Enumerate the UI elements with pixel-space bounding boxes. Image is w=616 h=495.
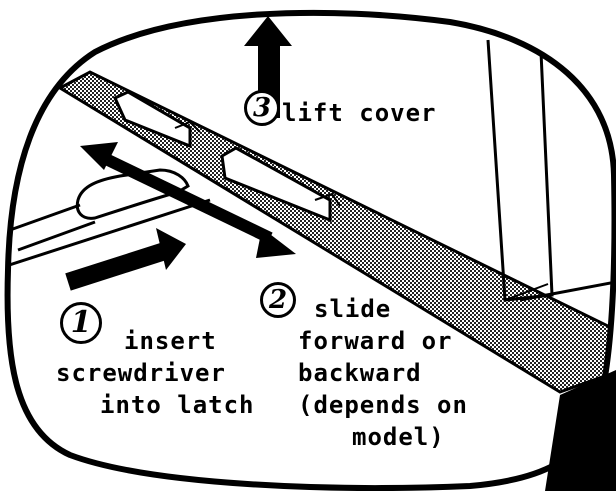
latch-slot-1 (113, 90, 192, 149)
step-2-line-3: backward (298, 359, 422, 387)
view-frame (4, 9, 616, 491)
cover-panel (486, 29, 554, 302)
step-2-number: 2 (260, 282, 296, 318)
step-2-line-2: forward or (298, 327, 453, 355)
step-1-number: 1 (60, 302, 102, 344)
latch-slot-2 (220, 146, 332, 223)
step-3-number: 3 (244, 90, 280, 126)
step-1-line-2: screwdriver (56, 359, 226, 387)
device-drawing (7, 29, 615, 394)
base-edge (7, 198, 211, 270)
diagonal-arrow-icon (65, 228, 186, 291)
step-1-line-1: insert (124, 327, 217, 355)
hinge-band (56, 70, 615, 394)
up-arrow-icon (244, 16, 292, 118)
step-2-line-1: slide (314, 295, 392, 323)
step-2-line-4: (depends on (298, 391, 468, 419)
step-1-line-3: into latch (100, 391, 255, 419)
step-3-label: lift cover (282, 99, 437, 127)
double-arrow-icon (80, 142, 296, 258)
step-2-line-5: model) (352, 423, 445, 451)
